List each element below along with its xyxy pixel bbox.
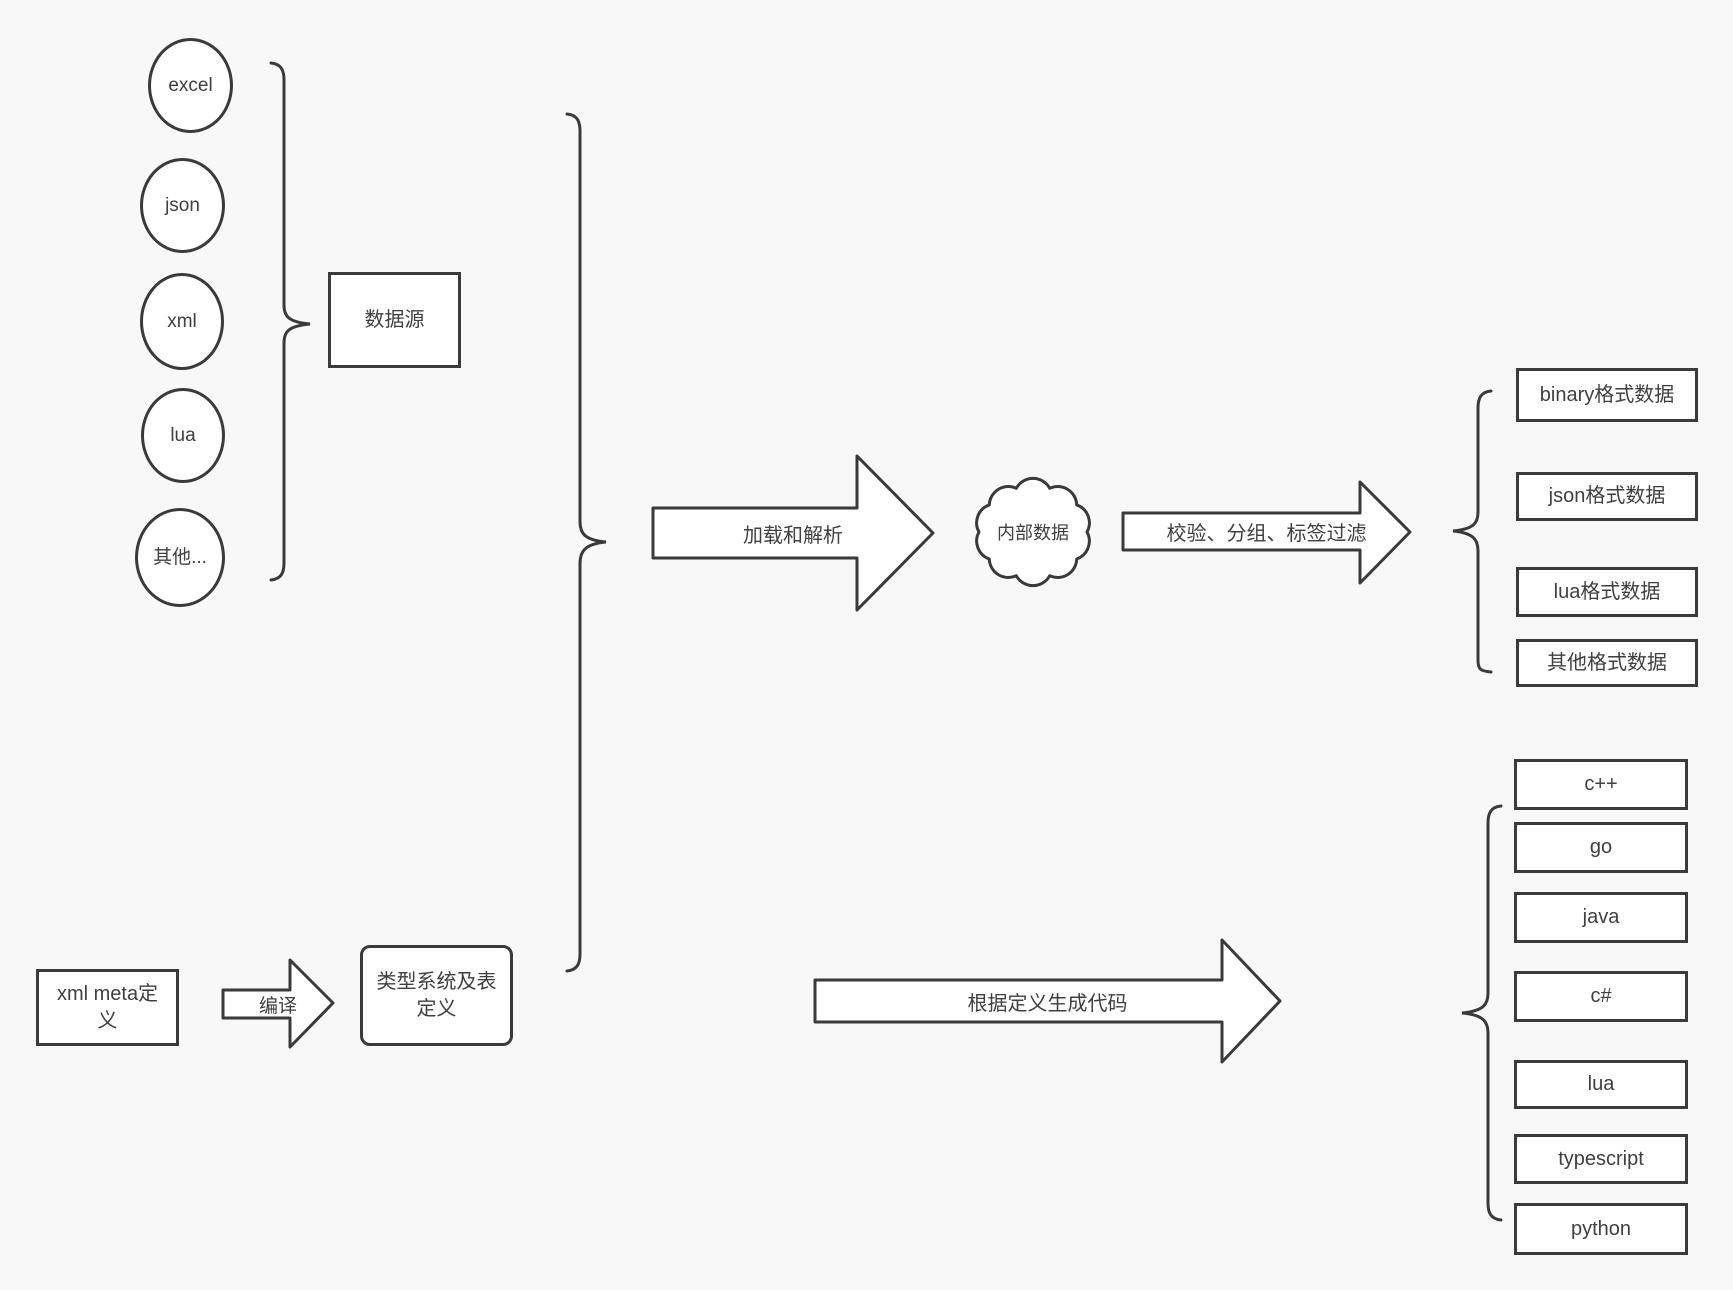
generate-code-arrow-label: 根据定义生成代码 [967,992,1128,1015]
generate-code-arrow [813,938,1282,1064]
language-box-cpp: c++ [1514,759,1688,810]
source-node-other: 其他... [135,508,225,607]
language-box-typescript: typescript [1514,1134,1688,1184]
source-node-lua: lua [141,388,225,483]
language-box-python: python [1514,1203,1688,1255]
filter-arrow [1121,480,1412,585]
format-box-binary: binary格式数据 [1516,368,1698,422]
language-box-java: java [1514,892,1688,943]
compile-arrow-label: 编译 [258,995,297,1017]
format-box-lua: lua格式数据 [1516,567,1698,617]
filter-arrow-label: 校验、分组、标签过滤 [1166,523,1367,545]
formats-brace [1452,389,1493,674]
source-node-json: json [140,158,225,253]
load-parse-arrow-label: 加载和解析 [743,524,843,547]
language-box-csharp: c# [1514,971,1688,1022]
meta-definition-box: xml meta定义 [36,969,179,1046]
source-node-xml: xml [140,273,224,370]
language-box-go: go [1514,822,1688,873]
languages-brace [1461,804,1503,1222]
format-box-json: json格式数据 [1516,472,1698,521]
load-parse-arrow [651,454,935,612]
internal-data-cloud [975,476,1091,588]
sources-group-box: 数据源 [328,272,461,368]
format-box-other: 其他格式数据 [1516,639,1698,687]
internal-data-label: 内部数据 [997,523,1069,543]
type-system-box: 类型系统及表定义 [360,945,513,1046]
language-box-lua: lua [1514,1060,1688,1109]
sources-brace [269,61,311,582]
main-inputs-brace [565,112,607,973]
source-node-excel: excel [148,38,233,133]
compile-arrow [221,958,335,1049]
